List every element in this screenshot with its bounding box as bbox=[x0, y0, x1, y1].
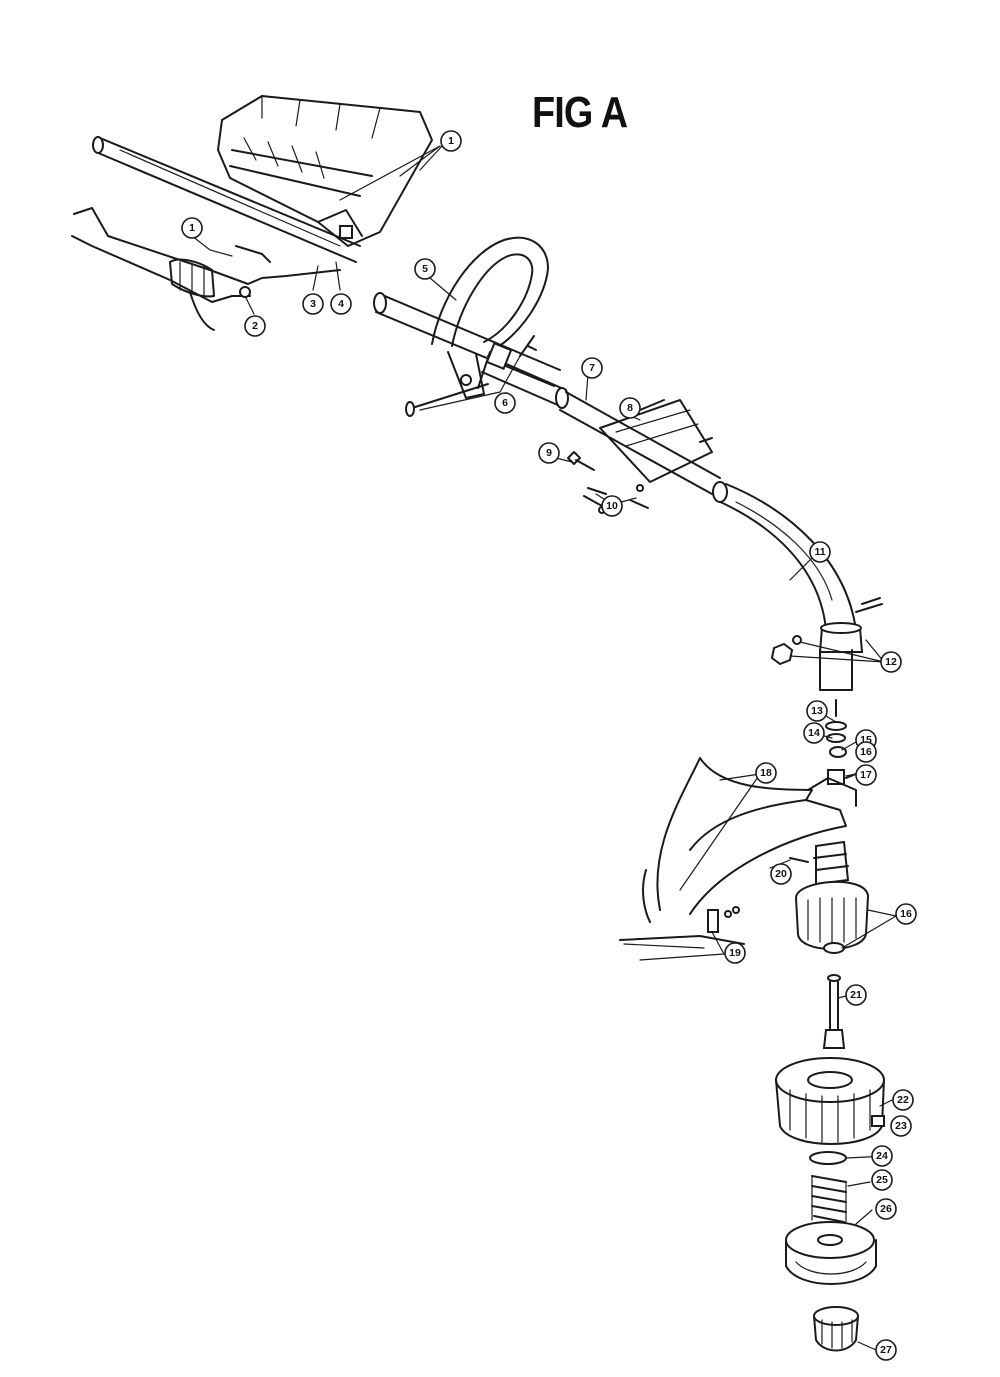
callout-16: 16 bbox=[855, 741, 877, 763]
svg-text:6: 6 bbox=[502, 397, 508, 409]
svg-text:1: 1 bbox=[189, 222, 195, 234]
callout-11: 11 bbox=[809, 541, 831, 563]
callout-7: 7 bbox=[581, 357, 603, 379]
wing-screw-and-bolts bbox=[567, 451, 649, 514]
svg-text:8: 8 bbox=[627, 402, 633, 414]
svg-text:21: 21 bbox=[850, 989, 862, 1001]
callout-13: 13 bbox=[806, 700, 828, 722]
svg-text:20: 20 bbox=[775, 868, 787, 880]
svg-text:11: 11 bbox=[814, 546, 825, 558]
callout-20: 20 bbox=[770, 863, 792, 885]
callout-5: 5 bbox=[414, 258, 436, 280]
svg-text:16: 16 bbox=[900, 908, 912, 920]
svg-text:10: 10 bbox=[606, 500, 618, 512]
callout-2: 2 bbox=[244, 315, 266, 337]
svg-text:16: 16 bbox=[860, 746, 872, 758]
gear-head bbox=[789, 840, 870, 954]
callout-12: 12 bbox=[880, 651, 902, 673]
upper-tube bbox=[92, 136, 361, 263]
svg-text:3: 3 bbox=[310, 298, 316, 310]
washer-and-spring bbox=[809, 1151, 847, 1223]
callout-17: 17 bbox=[855, 764, 877, 786]
svg-text:9: 9 bbox=[546, 447, 552, 459]
callout-8: 8 bbox=[619, 397, 641, 419]
callout-14: 14 bbox=[803, 722, 825, 744]
svg-text:27: 27 bbox=[880, 1344, 892, 1356]
leader-lines bbox=[191, 145, 897, 1351]
svg-text:7: 7 bbox=[589, 362, 595, 374]
callout-23: 23 bbox=[890, 1115, 912, 1137]
bump-knob bbox=[813, 1306, 859, 1352]
handle-bolt bbox=[405, 335, 537, 417]
svg-text:14: 14 bbox=[808, 727, 820, 739]
shaft-clamp bbox=[770, 597, 883, 691]
callout-25: 25 bbox=[871, 1169, 893, 1191]
svg-text:5: 5 bbox=[422, 263, 428, 275]
svg-text:24: 24 bbox=[876, 1150, 888, 1162]
svg-text:18: 18 bbox=[760, 767, 772, 779]
callout-27: 27 bbox=[875, 1339, 897, 1361]
svg-text:17: 17 bbox=[860, 769, 872, 781]
callout-1: 1 bbox=[440, 130, 462, 152]
curved-shaft bbox=[712, 481, 857, 631]
callout-1: 1 bbox=[181, 217, 203, 239]
figure-title: FIG A bbox=[532, 88, 628, 137]
callout-21: 21 bbox=[845, 984, 867, 1006]
engine-housing bbox=[217, 95, 433, 247]
callout-10: 10 bbox=[601, 495, 623, 517]
svg-text:12: 12 bbox=[885, 656, 897, 668]
svg-text:26: 26 bbox=[880, 1203, 892, 1215]
drive-bolt bbox=[822, 974, 846, 1049]
callout-19: 19 bbox=[724, 942, 746, 964]
spool bbox=[785, 1221, 877, 1285]
callout-26: 26 bbox=[875, 1198, 897, 1220]
callout-22: 22 bbox=[892, 1089, 914, 1111]
bearing-stack bbox=[825, 699, 857, 785]
svg-text:4: 4 bbox=[338, 298, 344, 310]
svg-text:19: 19 bbox=[729, 947, 741, 959]
callout-18: 18 bbox=[755, 762, 777, 784]
mid-tube bbox=[373, 292, 569, 409]
svg-text:1: 1 bbox=[448, 135, 454, 147]
callout-4: 4 bbox=[330, 293, 352, 315]
loop-handle bbox=[431, 236, 549, 399]
rear-handle bbox=[71, 207, 341, 331]
coupler-clamp bbox=[559, 391, 721, 495]
svg-text:23: 23 bbox=[895, 1120, 907, 1132]
svg-text:13: 13 bbox=[811, 705, 823, 717]
callout-6: 6 bbox=[494, 392, 516, 414]
svg-text:15: 15 bbox=[860, 734, 872, 746]
svg-text:25: 25 bbox=[876, 1174, 888, 1186]
callout-16: 16 bbox=[895, 903, 917, 925]
callout-24: 24 bbox=[871, 1145, 893, 1167]
spool-housing bbox=[775, 1057, 885, 1145]
callout-9: 9 bbox=[538, 442, 560, 464]
svg-text:2: 2 bbox=[252, 320, 258, 332]
svg-text:22: 22 bbox=[897, 1094, 909, 1106]
callout-3: 3 bbox=[302, 293, 324, 315]
